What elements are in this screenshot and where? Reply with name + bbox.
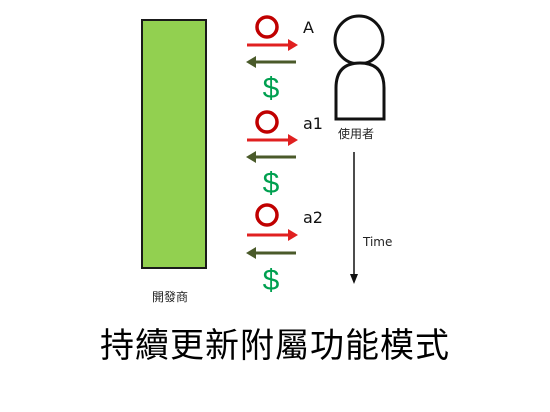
exchange-row-1: $ — [246, 15, 298, 105]
user-head — [333, 14, 385, 66]
exchange-row-2: $ — [246, 110, 298, 200]
arrow-to-developer-head — [246, 151, 256, 163]
developer-box — [141, 19, 207, 269]
version-label-a2: a2 — [303, 208, 323, 227]
developer-label: 開發商 — [152, 290, 189, 304]
time-arrow-head — [350, 274, 358, 284]
arrow-to-user-head — [288, 134, 298, 146]
arrow-to-developer-head — [246, 56, 256, 68]
user-icon — [333, 14, 386, 121]
version-circle-icon — [255, 110, 279, 134]
user-body — [334, 61, 386, 121]
version-circle-icon — [255, 203, 279, 227]
exchange-row-3: $ — [246, 203, 298, 297]
dollar-icon: $ — [263, 72, 280, 105]
version-circle-icon — [255, 15, 279, 39]
arrow-to-user-head — [288, 229, 298, 241]
dollar-icon: $ — [263, 167, 280, 200]
version-label-a1: a1 — [303, 114, 323, 133]
arrow-to-developer-head — [246, 247, 256, 259]
time-label: Time — [363, 235, 393, 249]
dollar-icon: $ — [263, 264, 280, 297]
page-title: 持續更新附屬功能模式 — [100, 326, 450, 366]
arrow-to-user-head — [288, 39, 298, 51]
user-label: 使用者 — [338, 127, 375, 141]
version-label-a: A — [303, 18, 314, 37]
